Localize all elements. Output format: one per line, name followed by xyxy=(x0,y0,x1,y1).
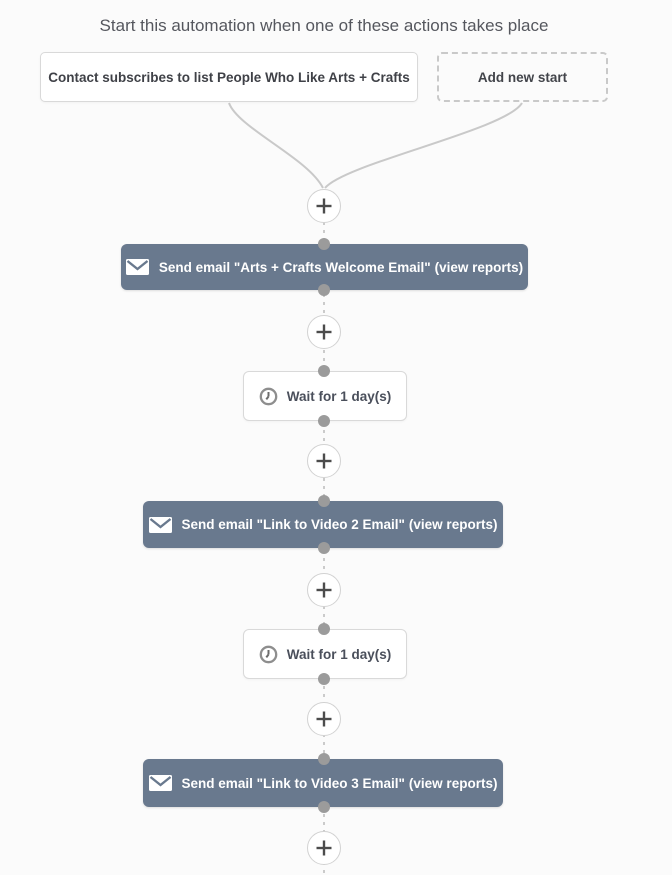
add-step-button[interactable] xyxy=(307,831,341,865)
add-step-button[interactable] xyxy=(307,573,341,607)
envelope-icon xyxy=(125,259,149,275)
add-step-button[interactable] xyxy=(307,702,341,736)
connection-dot xyxy=(318,623,330,635)
connection-dot xyxy=(318,542,330,554)
connection-dot xyxy=(318,673,330,685)
add-step-button[interactable] xyxy=(307,444,341,478)
connection-dot xyxy=(318,753,330,765)
plus-icon xyxy=(315,197,333,215)
connection-dot xyxy=(318,238,330,250)
add-step-button[interactable] xyxy=(307,315,341,349)
clock-icon xyxy=(259,387,278,406)
wait-node[interactable]: Wait for 1 day(s) xyxy=(243,629,407,679)
email-node[interactable]: Send email "Link to Video 3 Email" (view… xyxy=(143,759,503,807)
add-new-start-label: Add new start xyxy=(477,69,568,85)
wait-node[interactable]: Wait for 1 day(s) xyxy=(243,371,407,421)
plus-icon xyxy=(315,323,333,341)
add-new-start-button[interactable]: Add new start xyxy=(437,52,608,102)
email-node-label: Send email "Link to Video 2 Email" xyxy=(181,517,405,532)
plus-icon xyxy=(315,710,333,728)
automation-start-heading: Start this automation when one of these … xyxy=(99,16,549,35)
trigger-node[interactable]: Contact subscribes to list People Who Li… xyxy=(40,52,418,102)
connection-dot xyxy=(318,365,330,377)
trigger-node-label: Contact subscribes to list People Who Li… xyxy=(48,69,410,85)
envelope-icon xyxy=(148,516,172,533)
email-node-label: Send email "Link to Video 3 Email" xyxy=(181,775,405,791)
wait-node-label: Wait for 1 day(s) xyxy=(286,388,392,404)
plus-icon xyxy=(315,839,333,857)
view-reports-link[interactable]: (view reports) xyxy=(434,259,524,275)
plus-icon xyxy=(315,452,333,470)
plus-icon xyxy=(315,581,333,599)
wait-node-label: Wait for 1 day(s) xyxy=(286,646,392,662)
email-node[interactable]: Send email "Arts + Crafts Welcome Email"… xyxy=(121,244,528,290)
connection-dot xyxy=(318,495,330,507)
envelope-icon xyxy=(148,775,172,791)
view-reports-link[interactable]: (view reports) xyxy=(408,775,498,791)
connection-dot xyxy=(318,284,330,296)
connection-dot xyxy=(318,415,330,427)
view-reports-link[interactable]: (view reports) xyxy=(408,517,498,532)
email-node[interactable]: Send email "Link to Video 2 Email" (view… xyxy=(143,501,503,548)
clock-icon xyxy=(259,645,278,664)
add-step-button[interactable] xyxy=(307,189,341,223)
email-node-label: Send email "Arts + Crafts Welcome Email" xyxy=(158,259,431,275)
connection-dot xyxy=(318,801,330,813)
